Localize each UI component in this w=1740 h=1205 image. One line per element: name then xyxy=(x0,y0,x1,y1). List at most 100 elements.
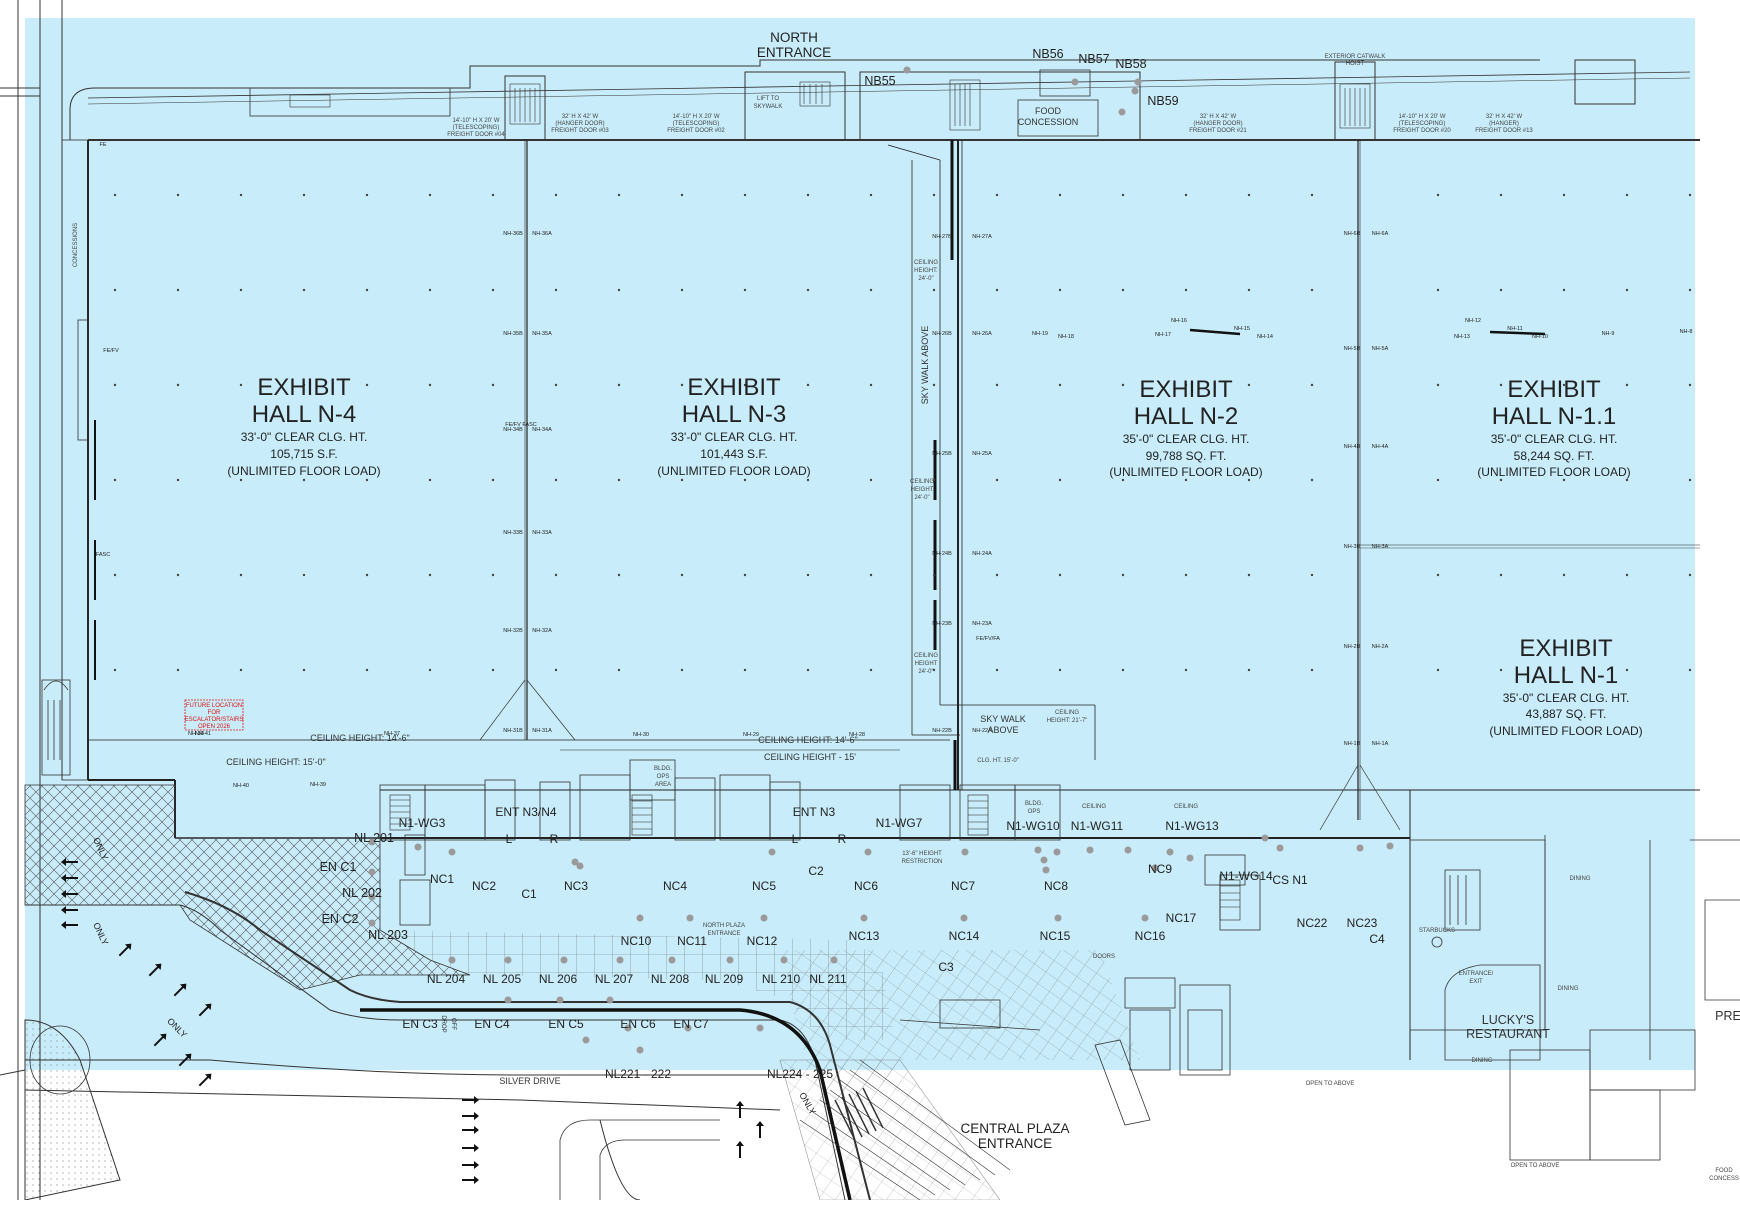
column-dot xyxy=(1058,668,1062,672)
column-dot xyxy=(554,193,558,197)
column-dot xyxy=(176,573,180,577)
waypoint-dot xyxy=(1042,866,1050,874)
waypoint-dot xyxy=(1053,848,1061,856)
north-entrance-line1: NORTH xyxy=(770,30,818,45)
waypoint-dot xyxy=(1151,864,1159,872)
entrance-exit-line1: ENTRANCE/ xyxy=(1459,971,1494,977)
food-concession-line2: CONCESSION xyxy=(1018,117,1079,127)
column-marker: NH-12 xyxy=(1465,318,1481,324)
hall-n1-title1: EXHIBIT xyxy=(1519,635,1613,662)
hall-n11-title1: EXHIBIT xyxy=(1507,376,1601,403)
waypoint-dot xyxy=(684,1024,692,1032)
hall-n4-clearance: 33'-0" CLEAR CLG. HT. xyxy=(241,430,368,444)
column-marker: NH-31B xyxy=(503,728,523,734)
column-dot xyxy=(743,478,747,482)
hall-n1-title2: HALL N-1 xyxy=(1514,662,1618,689)
column-dot xyxy=(1688,573,1692,577)
column-marker: NH-33B xyxy=(503,530,523,536)
pre-label: PRE xyxy=(1715,1009,1740,1023)
column-dot xyxy=(239,573,243,577)
column-dot xyxy=(1625,193,1629,197)
ceiling-2: CEILING HEIGHT: 15'-0" xyxy=(226,757,325,767)
column-dot xyxy=(743,668,747,672)
waypoint-dot xyxy=(1118,108,1126,116)
column-dot xyxy=(1499,383,1503,387)
lift-line2: SKYWALK xyxy=(754,104,783,110)
hall-n2-label: EXHIBIT HALL N-2 35'-0" CLEAR CLG. HT. 9… xyxy=(1109,376,1262,479)
column-dot xyxy=(1499,288,1503,292)
hall-n11-load: (UNLIMITED FLOOR LOAD) xyxy=(1477,465,1630,479)
column-dot xyxy=(428,193,432,197)
waypoint-dot xyxy=(1166,848,1174,856)
truss-lines xyxy=(479,679,1401,831)
dining-label-2: DINING xyxy=(1558,986,1579,992)
crosswalk xyxy=(834,1087,884,1141)
column-dot xyxy=(995,668,999,672)
location-code: C1 xyxy=(521,887,537,901)
location-code: NL224 - 225 xyxy=(767,1067,833,1081)
column-marker: NH-35A xyxy=(532,331,552,337)
column-dot xyxy=(680,668,684,672)
column-dot xyxy=(1436,478,1440,482)
doors-label: DOORS xyxy=(1093,954,1115,960)
column-dot xyxy=(554,478,558,482)
column-marker: NH-28 xyxy=(849,732,865,738)
column-dot xyxy=(1436,288,1440,292)
waypoint-dot xyxy=(368,868,376,876)
location-code: N1-WG11 xyxy=(1071,819,1124,833)
column-marker: NH-6A xyxy=(1372,231,1389,237)
location-code: NC12 xyxy=(747,934,778,948)
door2-number: FREIGHT DOOR #03 xyxy=(551,128,609,134)
location-code: EN C1 xyxy=(320,860,357,874)
entrance-exit-line2: EXIT xyxy=(1469,979,1483,985)
column-dot xyxy=(1499,573,1503,577)
hall-n3-label: EXHIBIT HALL N-3 33'-0" CLEAR CLG. HT. 1… xyxy=(657,374,810,478)
waypoint-dot xyxy=(903,66,911,74)
column-dot xyxy=(1688,478,1692,482)
hall-n2-title1: EXHIBIT xyxy=(1139,376,1233,403)
column-dot xyxy=(680,193,684,197)
waypoint-dot xyxy=(368,919,376,927)
column-marker: NH-37 xyxy=(384,731,400,737)
waypoint-dot xyxy=(860,914,868,922)
column-dot xyxy=(1562,193,1566,197)
door4-type: (HANGER DOOR) xyxy=(1193,121,1242,127)
waypoint-dot xyxy=(504,956,512,964)
column-dot xyxy=(806,573,810,577)
waypoint-dot xyxy=(1261,834,1269,842)
column-dot xyxy=(743,383,747,387)
column-dot xyxy=(491,478,495,482)
waypoint-dot xyxy=(780,956,788,964)
road-arrow-icon xyxy=(462,1161,479,1169)
column-dot xyxy=(1058,573,1062,577)
column-dot xyxy=(617,573,621,577)
column-dot xyxy=(1688,288,1692,292)
column-marker: NH-5B xyxy=(1344,346,1361,352)
waypoint-dot xyxy=(960,914,968,922)
column-dot xyxy=(1058,383,1062,387)
road-arrow-icon xyxy=(462,1144,479,1152)
column-marker: NH-38 xyxy=(188,731,204,737)
catwalk-line2: HOIST xyxy=(1346,61,1365,67)
column-dot xyxy=(113,668,117,672)
food-right-line2: CONCESS xyxy=(1709,1176,1739,1182)
ceiling-10: CEILING xyxy=(1082,804,1106,810)
column-dot xyxy=(1310,193,1314,197)
location-code: NC14 xyxy=(949,929,980,943)
waypoint-dot xyxy=(556,996,564,1004)
column-dot xyxy=(365,383,369,387)
column-dot xyxy=(428,288,432,292)
column-dot xyxy=(1058,478,1062,482)
column-marker: NH-34B xyxy=(503,427,523,433)
column-marker: FE/FV xyxy=(103,348,119,354)
waypoint-dot xyxy=(448,956,456,964)
column-marker: NH-13 xyxy=(1454,334,1470,340)
column-dot xyxy=(302,193,306,197)
location-code: NB55 xyxy=(864,74,895,88)
ceiling-6-line2: HEIGHT xyxy=(911,487,934,493)
column-dot xyxy=(491,668,495,672)
column-dot xyxy=(869,193,873,197)
hall-n3-clearance: 33'-0" CLEAR CLG. HT. xyxy=(671,430,798,444)
column-dot xyxy=(554,668,558,672)
